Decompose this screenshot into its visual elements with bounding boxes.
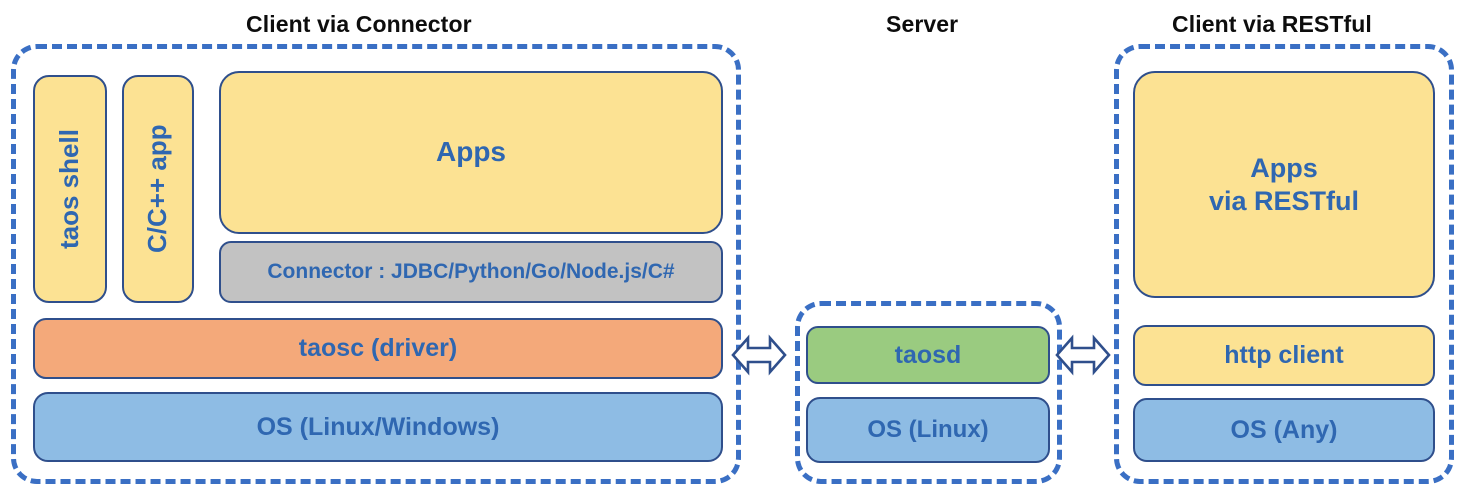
box-taosd[interactable]: taosd	[806, 326, 1050, 384]
box-os-server[interactable]: OS (Linux)	[806, 397, 1050, 463]
double-headed-arrow-icon-left	[731, 330, 787, 380]
box-taosc-driver[interactable]: taosc (driver)	[33, 318, 723, 379]
column-title-server: Server	[886, 11, 959, 37]
column-title-client-restful: Client via RESTful	[1172, 11, 1372, 37]
box-apps-via-restful[interactable]: Apps via RESTful	[1133, 71, 1435, 298]
group-client-via-restful	[1114, 44, 1454, 484]
box-apps-via-restful-line2: via RESTful	[1208, 185, 1360, 216]
box-taos-shell[interactable]: taos shell	[33, 75, 107, 303]
column-title-client-connector: Client via Connector	[246, 11, 472, 37]
box-http-client[interactable]: http client	[1133, 325, 1435, 386]
box-os-restful[interactable]: OS (Any)	[1133, 398, 1435, 462]
double-headed-arrow-icon-right	[1055, 330, 1111, 380]
group-client-via-connector	[11, 44, 741, 484]
box-os-client[interactable]: OS (Linux/Windows)	[33, 392, 723, 462]
box-apps-via-restful-line1: Apps	[1250, 152, 1318, 183]
box-apps[interactable]: Apps	[219, 71, 723, 234]
box-cpp-app[interactable]: C/C++ app	[122, 75, 194, 303]
box-connector-list[interactable]: Connector : JDBC/Python/Go/Node.js/C#	[219, 241, 723, 303]
group-server	[795, 301, 1062, 484]
